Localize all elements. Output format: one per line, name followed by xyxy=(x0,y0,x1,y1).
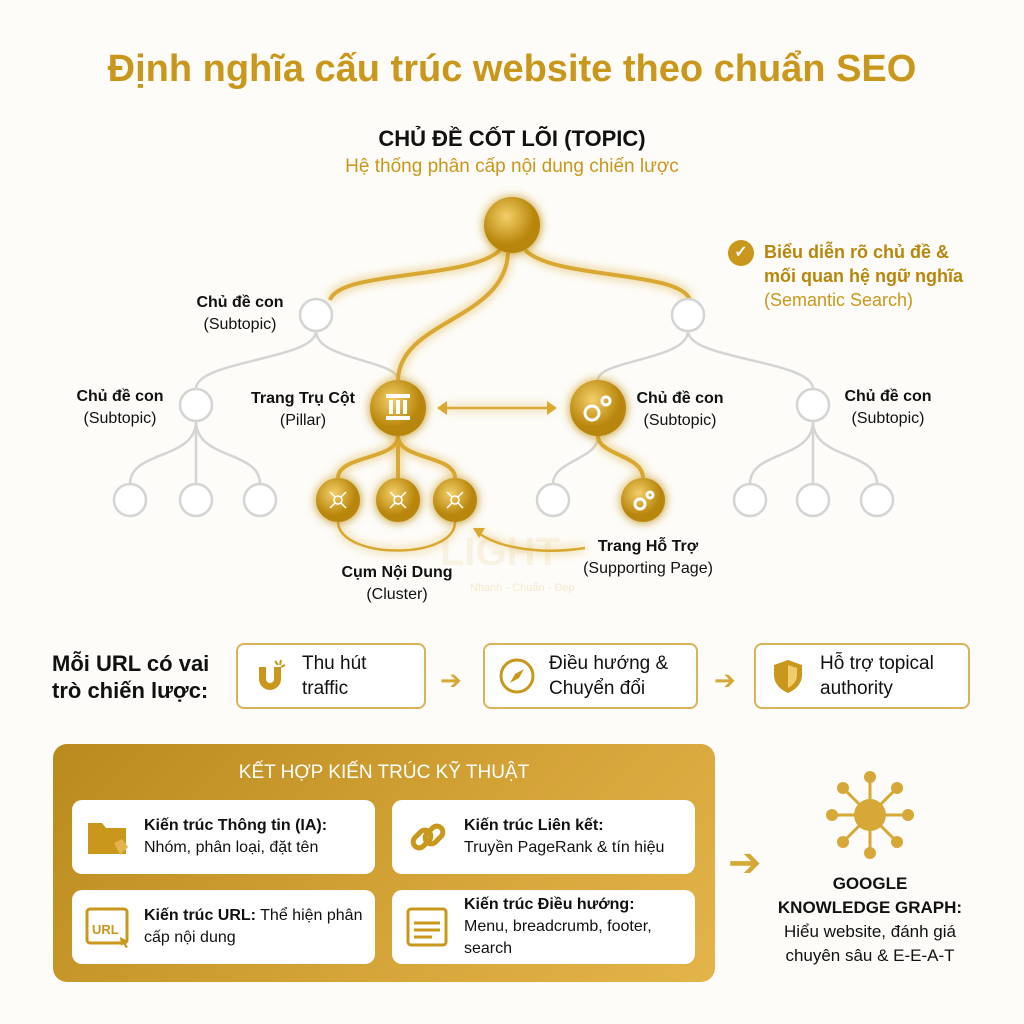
knowledge-graph-icon xyxy=(826,771,914,859)
root-topic-node xyxy=(484,197,540,253)
pillar-icon xyxy=(386,394,410,420)
label-subtopic-mid: Chủ đề con(Subtopic) xyxy=(636,390,724,429)
shield-icon xyxy=(768,656,808,696)
label-supporting: Trang Hỗ Trợ(Supporting Page) xyxy=(583,538,713,577)
card-ia: Kiến trúc Thông tin (IA):Nhóm, phân loại… xyxy=(72,800,375,874)
compass-icon xyxy=(497,656,537,696)
card-url: URL Kiến trúc URL: Thể hiện phân cấp nội… xyxy=(72,890,375,964)
check-icon: ✓ xyxy=(728,240,754,266)
architecture-panel: KẾT HỢP KIẾN TRÚC KỸ THUẬT Kiến trúc Thô… xyxy=(53,744,715,982)
navigation-window-icon xyxy=(406,907,448,947)
label-subtopic-left: Chủ đề con(Subtopic) xyxy=(76,388,164,427)
label-subtopic-right: Chủ đề con(Subtopic) xyxy=(844,388,932,427)
node-subtopic xyxy=(298,297,334,333)
link-icon xyxy=(410,823,446,851)
role-navigation: Điều hướng &Chuyển đổi xyxy=(483,643,698,709)
topic-subtitle: Hệ thống phân cấp nội dung chiến lược xyxy=(345,156,679,177)
url-window-icon: URL xyxy=(85,907,129,948)
label-cluster: Cụm Nội Dung(Cluster) xyxy=(341,564,453,603)
arrow-right-icon: ➔ xyxy=(440,665,462,695)
folder-tag-icon xyxy=(88,823,128,855)
gear-icon xyxy=(583,395,655,511)
architecture-heading: KẾT HỢP KIẾN TRÚC KỸ THUẬT xyxy=(238,762,530,783)
network-icon xyxy=(329,491,464,509)
page-title: Định nghĩa cấu trúc website theo chuẩn S… xyxy=(107,48,917,90)
label-subtopic-top: Chủ đề con(Subtopic) xyxy=(196,294,284,333)
card-navigation: Kiến trúc Điều hướng:Menu, breadcrumb, f… xyxy=(392,890,695,964)
watermark-tagline: Nhanh - Chuẩn - Đẹp xyxy=(470,582,575,594)
topic-title: CHỦ ĐỀ CỐT LÕI (TOPIC) xyxy=(378,126,646,151)
svg-text:URL: URL xyxy=(92,922,119,937)
magnet-icon xyxy=(250,656,290,696)
arrow-right-icon: ➔ xyxy=(714,665,736,695)
hierarchy-tree xyxy=(112,197,895,552)
arrow-right-icon: ➔ xyxy=(728,841,762,885)
watermark-logo: LIGHT xyxy=(440,530,560,574)
card-links: Kiến trúc Liên kết:Truyền PageRank & tín… xyxy=(392,800,695,874)
label-pillar: Trang Trụ Cột(Pillar) xyxy=(251,390,355,429)
semantic-callout: ✓ Biểu diễn rõ chủ đề &mối quan hệ ngữ n… xyxy=(728,240,963,312)
